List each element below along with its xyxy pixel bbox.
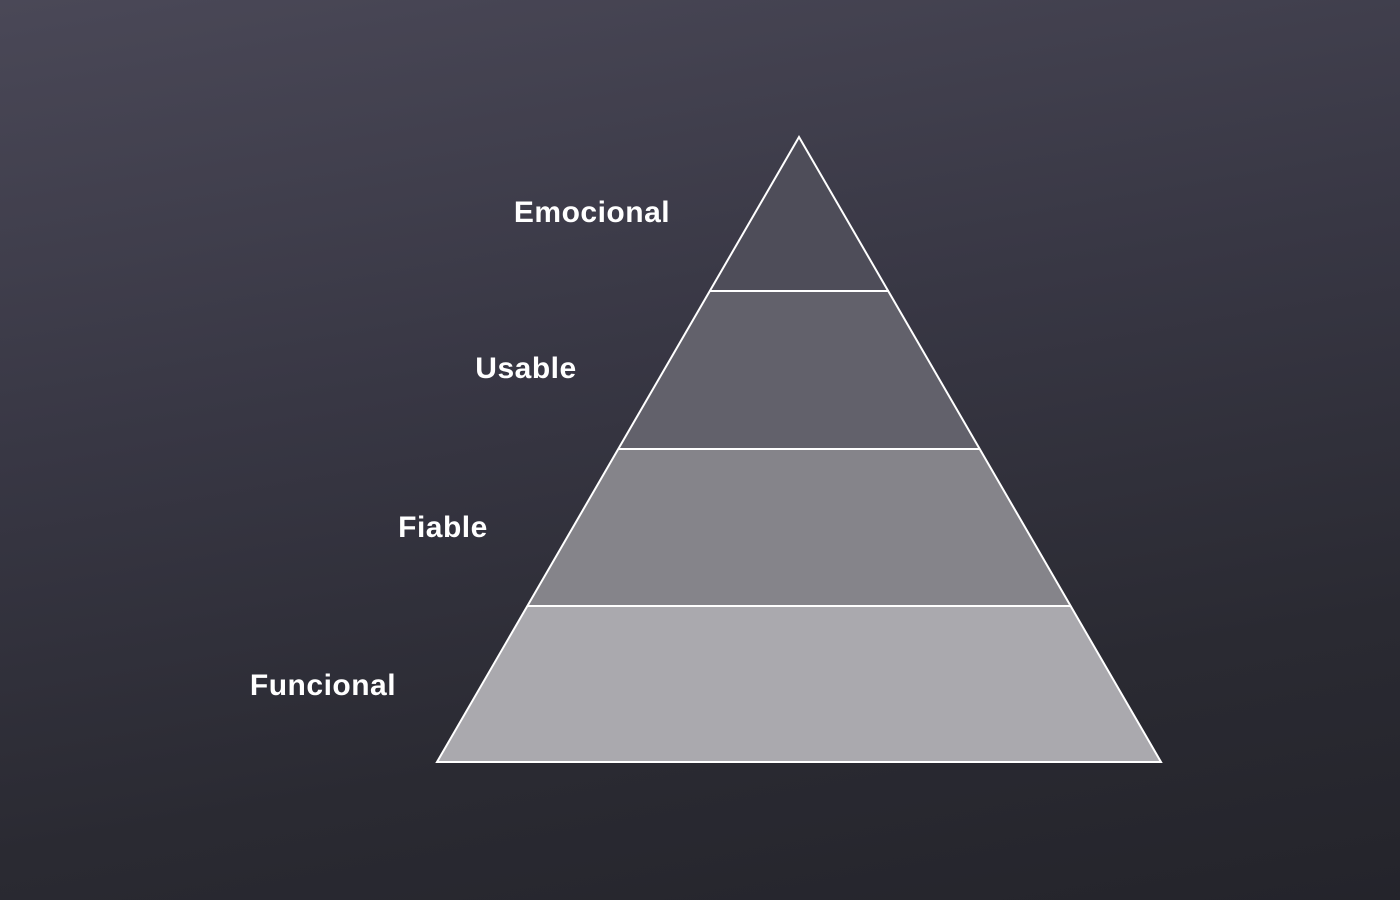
layer-usable — [619, 291, 979, 449]
layer-funcional — [437, 606, 1161, 762]
layer-emocional — [709, 137, 889, 291]
label-emocional: Emocional — [514, 196, 670, 229]
label-usable: Usable — [475, 352, 576, 385]
label-fiable: Fiable — [398, 511, 488, 544]
layer-fiable — [527, 449, 1071, 606]
label-funcional: Funcional — [250, 669, 396, 702]
